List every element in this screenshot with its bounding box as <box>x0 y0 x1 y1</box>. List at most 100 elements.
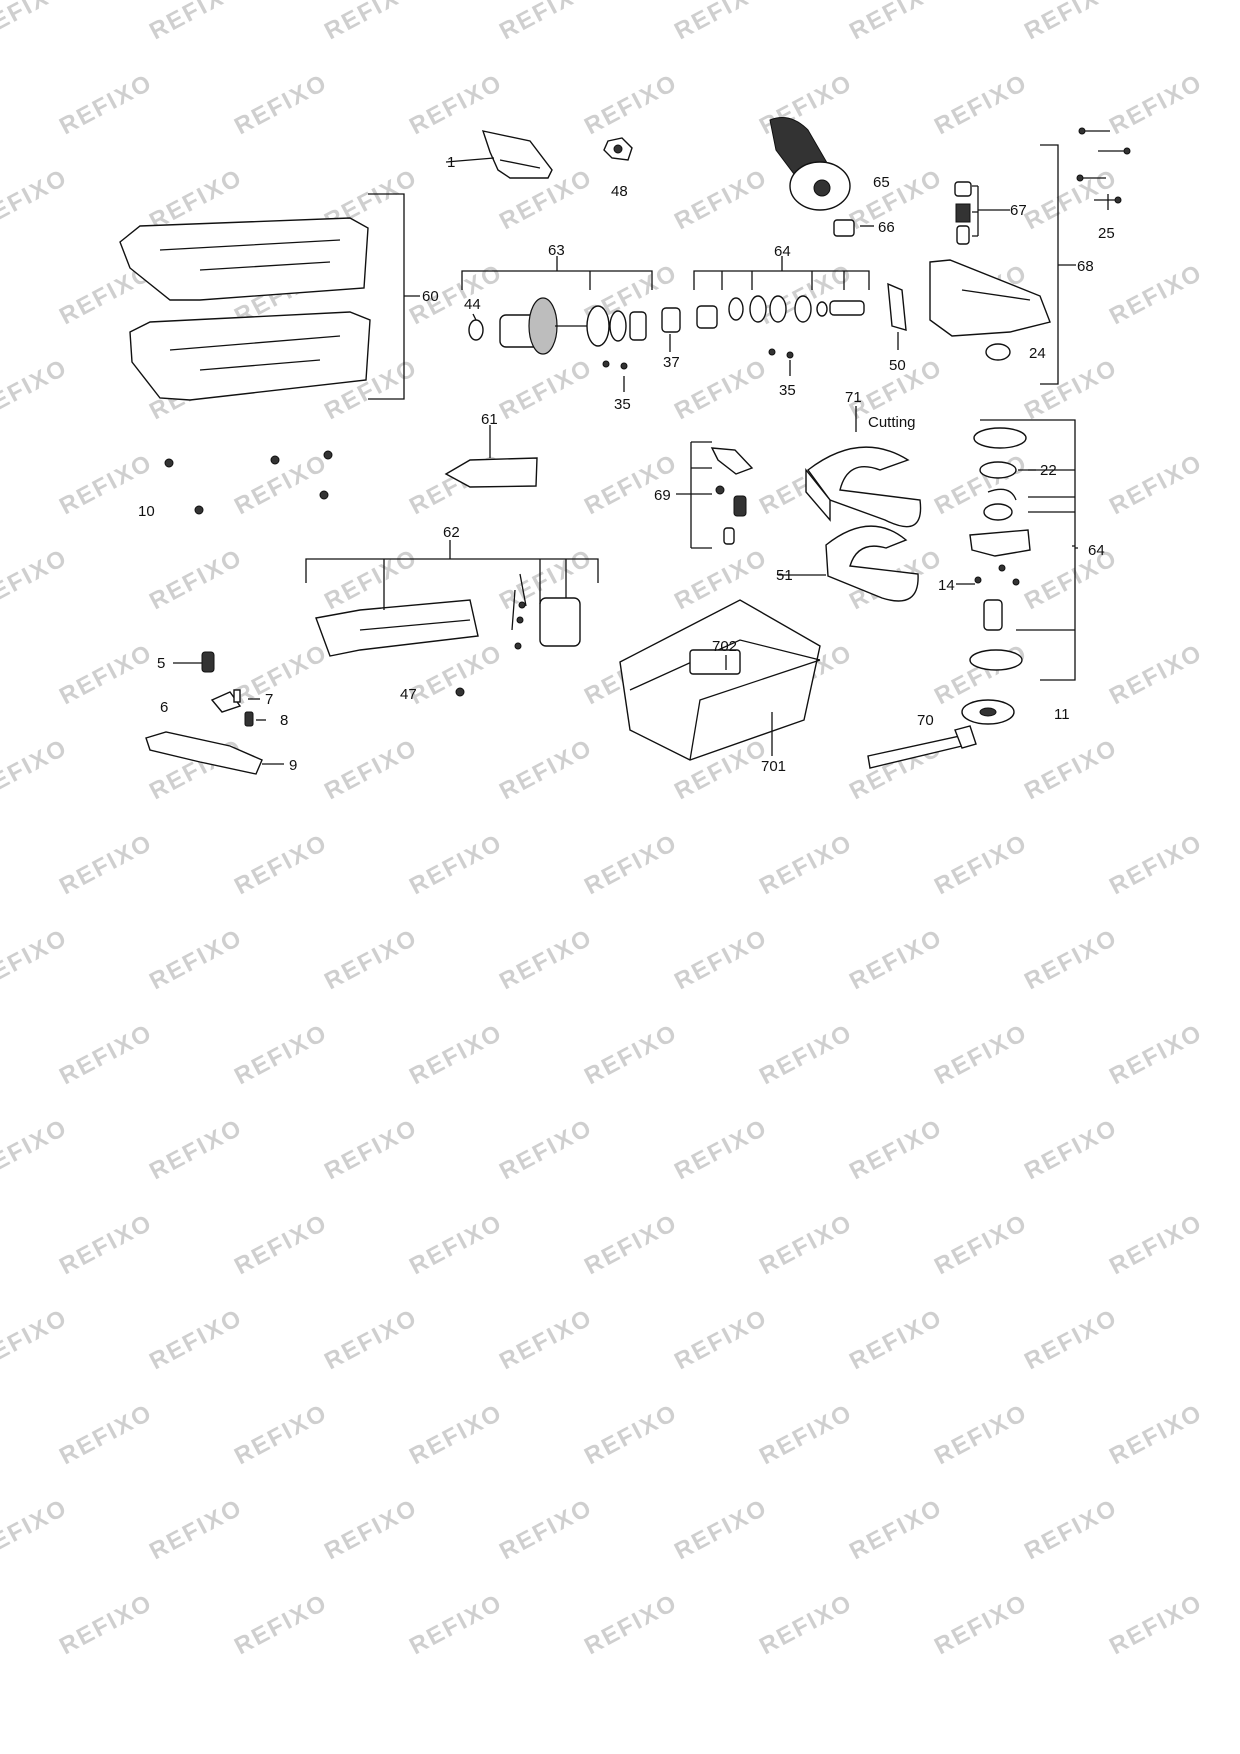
watermark-text: REFIXO <box>55 639 157 710</box>
part-61-label <box>444 457 538 488</box>
watermark-text: REFIXO <box>145 1494 247 1565</box>
callout-60: 60 <box>422 288 439 305</box>
watermark-text: REFIXO <box>495 1114 597 1185</box>
callout-64-right: 64 <box>1088 542 1105 559</box>
watermark-text: REFIXO <box>755 829 857 900</box>
watermark-text: REFIXO <box>55 1019 157 1090</box>
part-51-guard <box>825 525 919 602</box>
part-63-armature <box>468 297 647 355</box>
callout-47: 47 <box>400 686 417 703</box>
watermark-text: REFIXO <box>230 69 332 140</box>
watermark-text: REFIXO <box>580 1589 682 1660</box>
callout-35-right: 35 <box>779 382 796 399</box>
callout-24: 24 <box>1029 345 1046 362</box>
watermark-text: REFIXO <box>1020 924 1122 995</box>
watermark-text: REFIXO <box>405 639 507 710</box>
watermark-text: REFIXO <box>230 449 332 520</box>
watermark-text: REFIXO <box>320 924 422 995</box>
watermark-text: REFIXO <box>0 544 72 615</box>
watermark-text: REFIXO <box>495 734 597 805</box>
callout-64-top: 64 <box>774 243 791 260</box>
watermark-text: REFIXO <box>0 1494 72 1565</box>
callout-68: 68 <box>1077 258 1094 275</box>
watermark-text: REFIXO <box>845 0 947 45</box>
watermark-text: REFIXO <box>1020 734 1122 805</box>
callout-6: 6 <box>160 699 168 716</box>
part-47-screw <box>455 687 465 697</box>
watermark-text: REFIXO <box>930 639 1032 710</box>
watermark-text: REFIXO <box>1020 354 1122 425</box>
watermark-text: REFIXO <box>930 69 1032 140</box>
watermark-text: REFIXO <box>230 1399 332 1470</box>
watermark-text: REFIXO <box>230 639 332 710</box>
watermark-text: REFIXO <box>495 1304 597 1375</box>
watermark-text: REFIXO <box>1105 259 1207 330</box>
watermark-text: REFIXO <box>845 924 947 995</box>
watermark-text: REFIXO <box>145 924 247 995</box>
watermark-text: REFIXO <box>0 924 72 995</box>
watermark-text: REFIXO <box>320 1304 422 1375</box>
callout-63: 63 <box>548 242 565 259</box>
watermark-text: REFIXO <box>495 924 597 995</box>
watermark-text: REFIXO <box>670 544 772 615</box>
watermark-text: REFIXO <box>930 1019 1032 1090</box>
part-64-gear-set <box>696 295 865 329</box>
callout-8: 8 <box>280 712 288 729</box>
part-71-cutting-guard <box>805 446 922 528</box>
watermark-text: REFIXO <box>55 1209 157 1280</box>
part-37-bearing <box>661 307 681 333</box>
part-50-gasket <box>887 282 907 331</box>
part-6-lock-button <box>210 691 242 713</box>
callout-50: 50 <box>889 357 906 374</box>
watermark-text: REFIXO <box>230 1209 332 1280</box>
callout-51: 51 <box>776 567 793 584</box>
watermark-text: REFIXO <box>405 69 507 140</box>
watermark-text: REFIXO <box>670 1304 772 1375</box>
watermark-text: REFIXO <box>755 1209 857 1280</box>
watermark-text: REFIXO <box>1105 829 1207 900</box>
callout-7: 7 <box>265 691 273 708</box>
watermark-text: REFIXO <box>845 1114 947 1185</box>
part-11-flange-nut <box>961 699 1015 725</box>
callout-44: 44 <box>464 296 481 313</box>
watermark-text: REFIXO <box>1105 1019 1207 1090</box>
watermark-text: REFIXO <box>55 829 157 900</box>
watermark-text: REFIXO <box>145 0 247 45</box>
watermark-text: REFIXO <box>320 1494 422 1565</box>
watermark-text: REFIXO <box>0 164 72 235</box>
watermark-text: REFIXO <box>755 1019 857 1090</box>
watermark-text: REFIXO <box>405 829 507 900</box>
watermark-text: REFIXO <box>670 354 772 425</box>
watermark-text: REFIXO <box>580 69 682 140</box>
callout-11: 11 <box>1054 706 1070 723</box>
watermark-text: REFIXO <box>755 1589 857 1660</box>
watermark-text: REFIXO <box>405 259 507 330</box>
cutting-note: Cutting <box>868 414 916 431</box>
watermark-text: REFIXO <box>580 449 682 520</box>
callout-9: 9 <box>289 757 297 774</box>
watermark-text: REFIXO <box>845 1494 947 1565</box>
part-35-screws <box>602 348 794 370</box>
part-69-clamp-set <box>710 447 754 545</box>
watermark-text: REFIXO <box>1105 1589 1207 1660</box>
callout-25: 25 <box>1098 225 1115 242</box>
leader-lines <box>173 144 1109 765</box>
part-24-gear-head <box>929 259 1051 361</box>
watermark-text: REFIXO <box>845 1304 947 1375</box>
part-7-pin <box>233 689 241 703</box>
callout-22: 22 <box>1040 462 1057 479</box>
watermark-text: REFIXO <box>1020 1494 1122 1565</box>
callout-labels: 1 48 65 66 67 25 68 60 63 64 44 37 35 35… <box>138 154 1115 775</box>
watermark-text: REFIXO <box>580 829 682 900</box>
watermark-text: REFIXO <box>670 164 772 235</box>
callout-37: 37 <box>663 354 680 371</box>
watermark-text: REFIXO <box>930 1209 1032 1280</box>
watermark-text: REFIXO <box>845 164 947 235</box>
callout-61: 61 <box>481 411 498 428</box>
callout-71: 71 <box>845 389 862 406</box>
callout-702: 702 <box>712 638 737 655</box>
watermark-text: REFIXO <box>1020 544 1122 615</box>
watermark-text: REFIXO <box>0 734 72 805</box>
